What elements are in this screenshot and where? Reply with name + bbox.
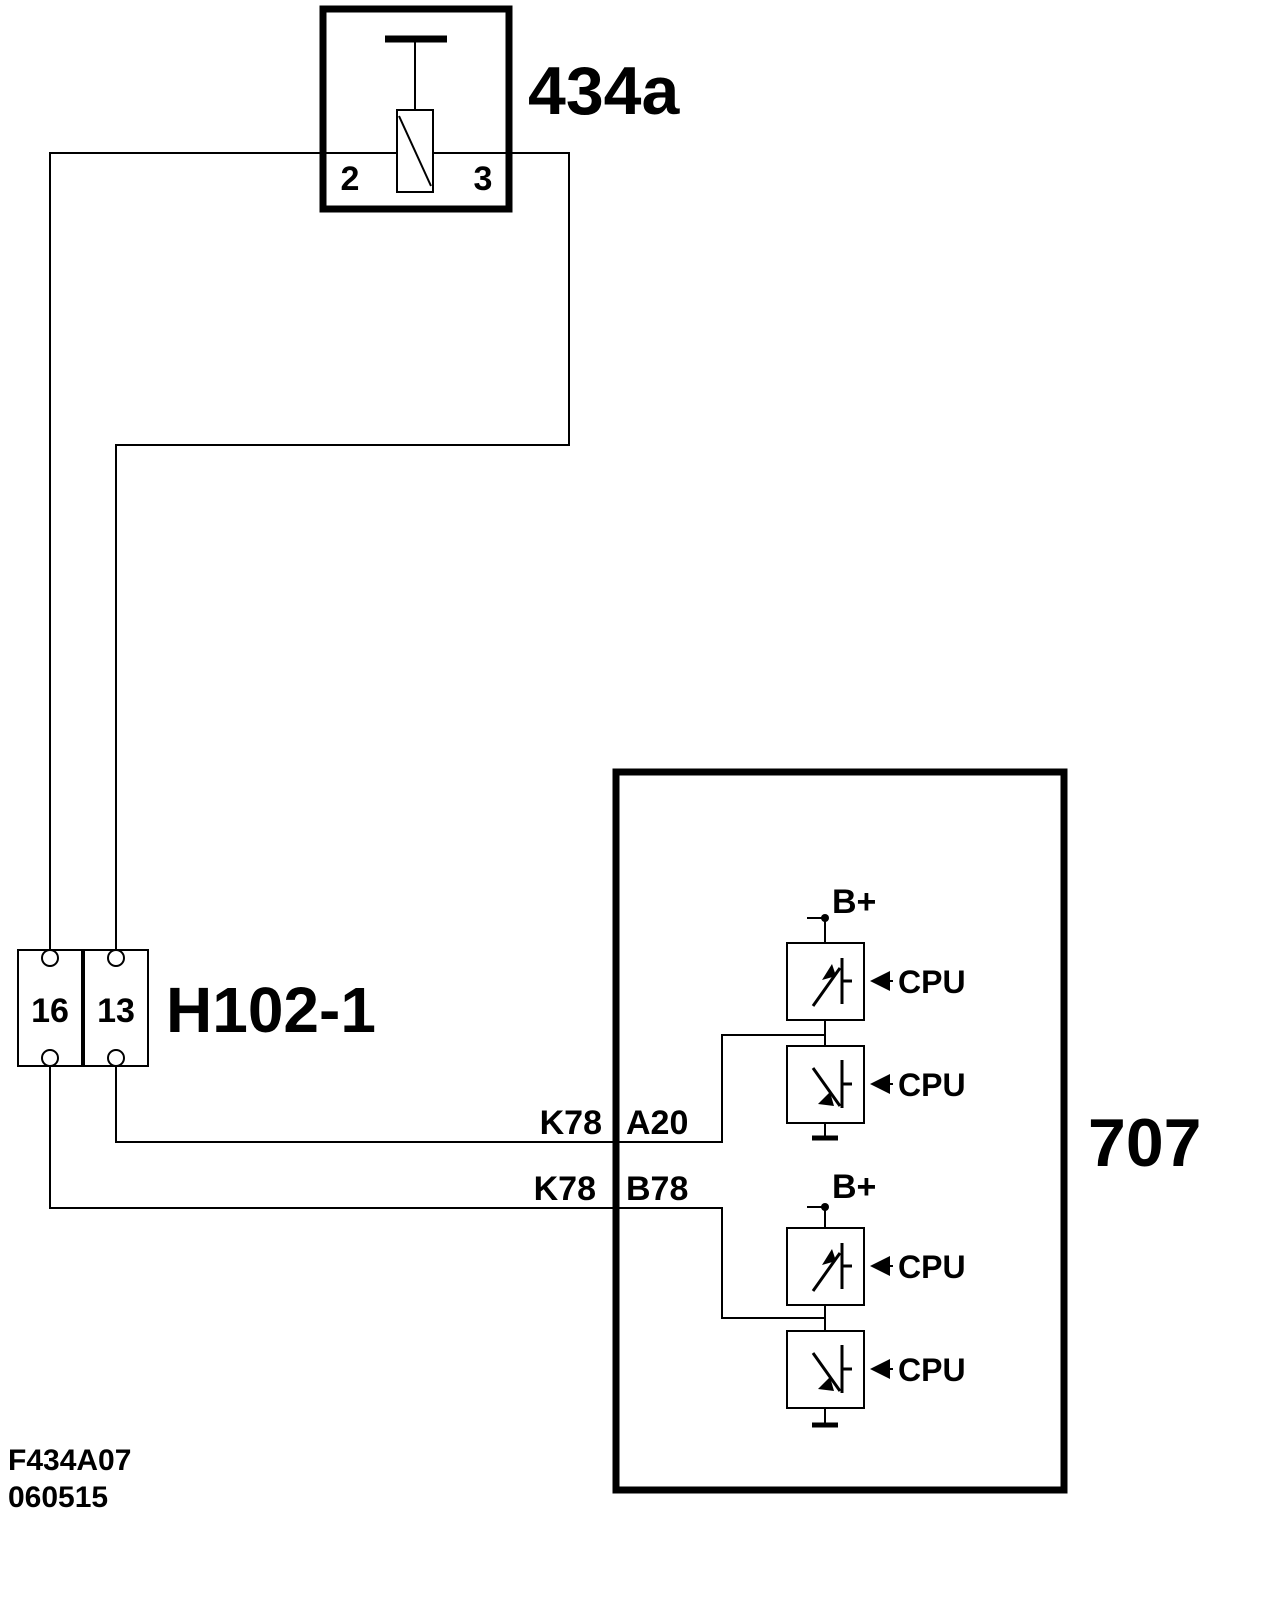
component-434a-label: 434a xyxy=(528,53,680,129)
high-side-switch-a-arrow-icon xyxy=(822,964,836,980)
low-side-switch-a-blade xyxy=(811,1067,842,1107)
supply-node-b xyxy=(821,1203,829,1211)
solenoid-pin-2: 2 xyxy=(341,160,360,198)
drawing-id: F434A07 xyxy=(8,1444,131,1477)
wire-label-harness-2: K78 xyxy=(534,1170,596,1208)
cpu-label-a-high: CPU xyxy=(898,964,966,1000)
connector-h102-1: 16 13 H102-1 xyxy=(17,949,376,1067)
drawing-identifier: F434A07 060515 xyxy=(8,1444,131,1514)
low-side-switch-b-blade xyxy=(811,1352,842,1392)
cpu-label-a-low: CPU xyxy=(898,1067,966,1103)
connector-pin-13: 13 xyxy=(97,992,135,1030)
wiring xyxy=(49,152,825,1319)
supply-label-a: B+ xyxy=(832,883,876,921)
connector-h102-1-label: H102-1 xyxy=(166,974,376,1046)
control-module-707-label: 707 xyxy=(1088,1105,1201,1181)
wire-h102-13-to-a20 xyxy=(115,1034,825,1143)
wire-h102-16-to-b78 xyxy=(49,1058,825,1319)
driver-stage-b78: B+ CPU CPU xyxy=(786,1168,966,1428)
wire-label-pin-a20: A20 xyxy=(626,1104,688,1142)
component-434a: 2 3 434a xyxy=(319,5,680,213)
high-side-switch-b-arrow-icon xyxy=(822,1249,836,1265)
wire-434a-pin3-to-h102-13 xyxy=(115,152,570,958)
high-side-switch-a-blade xyxy=(811,967,842,1007)
component-434a-frame xyxy=(319,5,513,213)
control-module-707-frame xyxy=(612,768,1068,1494)
supply-node-a xyxy=(821,914,829,922)
connector-terminal-13-bottom xyxy=(107,1049,125,1067)
connector-terminal-16-bottom xyxy=(41,1049,59,1067)
connector-pin-16: 16 xyxy=(31,992,69,1030)
wire-434a-pin2-to-h102-16 xyxy=(49,152,397,958)
driver-stage-a20: B+ CPU CPU xyxy=(786,883,966,1141)
control-module-707: 707 B+ CPU CPU xyxy=(612,768,1201,1494)
high-side-switch-a xyxy=(786,942,865,1021)
low-side-switch-a-arrow-icon xyxy=(818,1092,834,1106)
cpu-label-b-low: CPU xyxy=(898,1352,966,1388)
connector-terminal-13-top xyxy=(107,949,125,967)
connector-cell-13 xyxy=(83,949,149,1067)
high-side-switch-b-blade xyxy=(811,1252,842,1292)
drawing-date-code: 060515 xyxy=(8,1481,108,1514)
wire-label-harness-1: K78 xyxy=(540,1104,602,1142)
high-side-switch-b xyxy=(786,1227,865,1306)
cpu-label-b-high: CPU xyxy=(898,1249,966,1285)
connector-terminal-16-top xyxy=(41,949,59,967)
wire-label-pin-b78: B78 xyxy=(626,1170,688,1208)
low-side-switch-b-arrow-icon xyxy=(818,1377,834,1391)
supply-label-b: B+ xyxy=(832,1168,876,1206)
wire-labels: K78 A20 K78 B78 xyxy=(534,1104,689,1208)
solenoid-coil-winding xyxy=(398,115,432,187)
solenoid-pin-3: 3 xyxy=(474,160,493,198)
